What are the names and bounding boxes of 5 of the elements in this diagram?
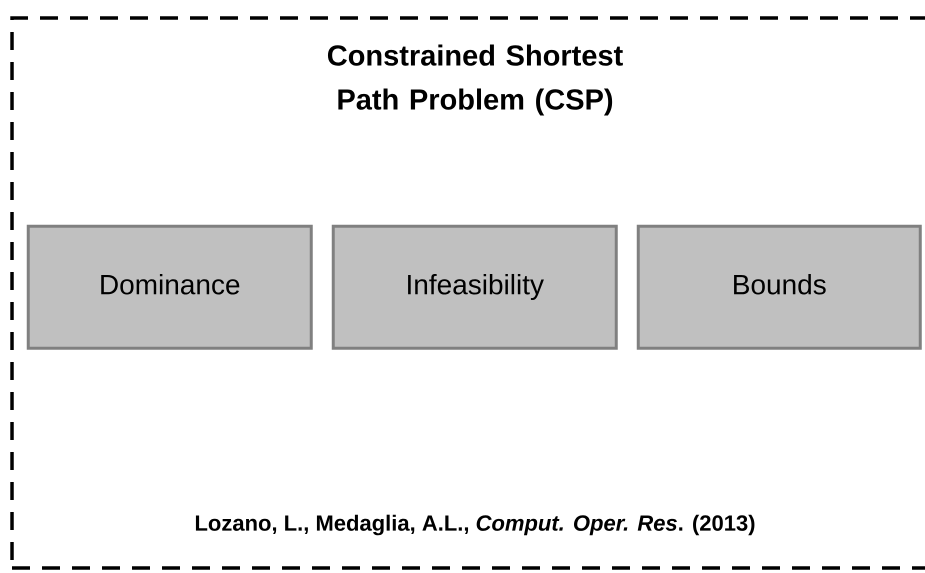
concept-box: Infeasibility — [332, 224, 618, 350]
concept-box: Bounds — [636, 224, 922, 350]
citation: Lozano, L., Medaglia, A.L., Comput. Oper. Res. (2013) — [196, 514, 754, 536]
title: Constrained Shortest Path Problem (CSP) — [328, 44, 623, 116]
concept-box: Dominance — [26, 224, 313, 350]
